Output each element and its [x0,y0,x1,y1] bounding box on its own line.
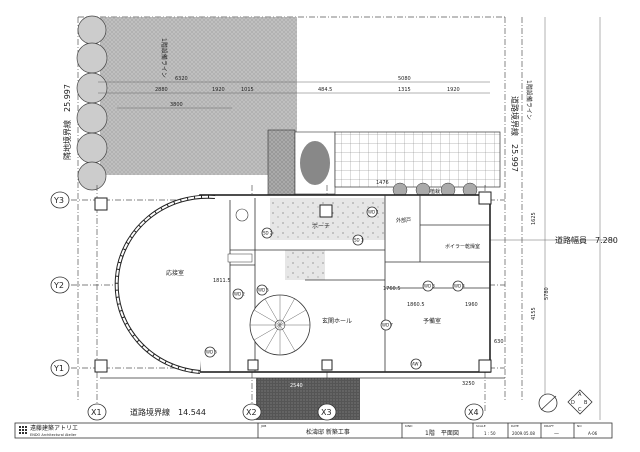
svg-text:JOB: JOB [260,424,266,428]
svg-text:AW 1: AW 1 [412,362,423,367]
top-dimensions: 6320 2880 1920 1015 3800 5080 1315 1920 … [98,76,490,109]
svg-text:X1: X1 [91,408,102,417]
firm-subtitle: ENDO Architectural Atelier [30,433,77,437]
svg-text:1860.5: 1860.5 [407,302,425,308]
scale-value: 1 : 50 [484,431,496,436]
svg-text:D: D [571,400,575,406]
entrance-paving [256,378,360,420]
svg-text:5080: 5080 [398,76,411,82]
svg-text:WD 7: WD 7 [382,323,393,328]
svg-text:DRAFT: DRAFT [544,424,554,428]
svg-text:SD 1: SD 1 [354,238,364,243]
svg-text:C: C [578,407,582,413]
svg-text:1920: 1920 [447,87,460,93]
svg-text:X4: X4 [468,408,479,417]
room-spare: 予備室 [423,317,441,325]
svg-text:484.5: 484.5 [318,87,332,93]
title-block: 遠藤建築アトリエ ENDO Architectural Atelier JOB … [14,422,613,439]
date-value: 2009.05.08 [512,431,535,436]
svg-text:5780: 5780 [544,287,550,300]
courtyard-planting [300,141,330,185]
interior-dimensions: 1811.5 1760.5 1860.5 1960 630 1625 5780 … [213,212,550,389]
svg-text:6320: 6320 [175,76,188,82]
svg-text:KIND: KIND [405,424,413,428]
sheet-number: A-06 [588,431,598,436]
svg-text:NO: NO [577,424,582,428]
svg-text:Y3: Y3 [53,196,64,205]
svg-text:3800: 3800 [170,102,183,108]
svg-text:DATE: DATE [511,424,519,428]
svg-text:WD 6: WD 6 [206,350,217,355]
curved-wall-inner [115,195,216,373]
porch-area [270,198,385,240]
north-arrow-icon [538,393,558,413]
curved-wall [114,194,216,374]
interior-walls [229,195,490,372]
svg-text:1920: 1920 [212,87,225,93]
door-tags: WD 1 WD 4 WD 3 WD 2 WD 5 WD 6 WD 7 SD 1 … [204,206,465,370]
firm-name: 遠藤建築アトリエ [30,424,78,432]
stair-deck [267,129,296,196]
setback-label-top: 1階設備ライン [160,38,168,78]
svg-text:1811.5: 1811.5 [213,278,231,284]
svg-text:4155: 4155 [531,307,537,320]
job-value: 松濤邸 新築工事 [306,428,350,436]
svg-text:A: A [578,392,582,398]
svg-text:WD 2: WD 2 [234,292,245,297]
grid-bubbles: Y3 Y2 Y1 X1 X2 X3 X4 [50,191,484,421]
room-labels: ポーチ 玄関ホール 予備室 応接室 外部戸 ボイラー乾燥室 [166,217,480,325]
svg-text:WD 5: WD 5 [258,288,269,293]
setback-label-right: 1階設備ライン [525,80,533,120]
sink-fixture [235,208,249,222]
columns [94,191,492,373]
road-width-label: 道路幅員 7.280 [555,235,618,245]
room-entrance-hall: 玄関ホール [322,317,352,325]
svg-text:Y1: Y1 [53,364,64,373]
svg-text:B: B [584,400,588,406]
svg-text:X3: X3 [321,408,332,417]
room-storage: 外部戸 [396,217,411,224]
neighbor-lot-area [100,17,297,175]
planter-trees [392,182,478,198]
spiral-stair [249,294,311,356]
svg-text:WD 4: WD 4 [454,284,465,289]
svg-text:1625: 1625 [531,212,537,225]
firm-logo-icon [19,426,27,434]
left-boundary-label: 隣地境界線 25.997 [62,84,72,160]
svg-text:X2: X2 [246,408,257,417]
room-boiler: ボイラー乾燥室 [445,243,480,250]
svg-text:1960: 1960 [465,302,478,308]
svg-text:2540: 2540 [290,383,303,389]
svg-text:2880: 2880 [155,87,168,93]
kind-value: 1階 平面図 [425,429,459,437]
svg-text:1015: 1015 [241,87,254,93]
svg-text:WD 1: WD 1 [368,210,379,215]
svg-text:1760.5: 1760.5 [383,286,401,292]
room-porch: ポーチ [312,222,330,230]
planter-label: 植栽 [430,188,440,195]
svg-text:630: 630 [494,339,504,345]
svg-text:Y2: Y2 [53,281,64,290]
right-boundary-label: 道路境界線 25.997 [510,96,520,172]
svg-text:SD 2: SD 2 [263,231,273,236]
road-boundary-label: 道路境界線 14.544 [130,407,206,417]
draft-value: — [554,431,559,437]
svg-text:WD 3: WD 3 [424,284,435,289]
svg-text:SCALE: SCALE [476,424,486,428]
vestibule-area [285,250,325,280]
wc-fixture [227,253,253,263]
svg-text:3250: 3250 [462,381,475,387]
tiled-terrace [334,131,501,188]
room-reception: 応接室 [166,269,184,277]
sheet-key-icon: A B C D [567,389,593,415]
tree-row [76,15,108,191]
svg-text:1315: 1315 [398,87,411,93]
svg-text:1476: 1476 [376,180,389,186]
